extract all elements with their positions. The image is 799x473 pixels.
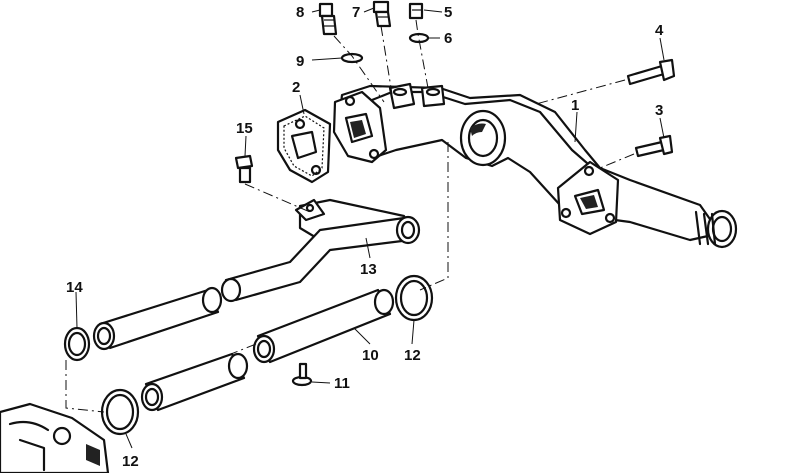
bolt-part-15 — [234, 154, 254, 184]
callout-15: 15 — [236, 120, 253, 137]
callout-3: 3 — [655, 102, 663, 119]
hose-part-10 — [252, 288, 395, 364]
callout-6: 6 — [444, 30, 452, 47]
callout-5: 5 — [444, 4, 452, 21]
hose-lower — [140, 352, 249, 412]
callout-12-lower: 12 — [122, 453, 139, 470]
connecting-pipe-part — [220, 198, 421, 303]
leader-lines — [75, 7, 665, 449]
coolant-manifold-part — [332, 82, 738, 249]
engine-block-fragment — [0, 402, 110, 473]
washer-part-9 — [340, 52, 364, 64]
bolt-part-4 — [626, 58, 676, 86]
callout-2: 2 — [292, 79, 300, 96]
sender-unit-part-7 — [372, 0, 392, 28]
gasket-part — [276, 108, 332, 184]
screw-part-11 — [291, 362, 313, 387]
callout-7: 7 — [352, 4, 360, 21]
callout-10: 10 — [362, 347, 379, 364]
callout-1: 1 — [571, 97, 579, 114]
callout-9: 9 — [296, 53, 304, 70]
callout-14: 14 — [66, 279, 83, 296]
callout-labels: 8 7 5 6 9 2 4 3 1 15 13 14 10 12 11 12 — [66, 4, 664, 470]
bolt-part-3 — [634, 134, 674, 158]
hose-upper-left — [92, 286, 223, 351]
assembly-centerlines — [65, 19, 635, 413]
callout-11: 11 — [334, 375, 350, 392]
clamp-ring-part-14 — [63, 326, 91, 362]
sender-unit-part-8 — [318, 2, 338, 36]
bolt-part-5 — [408, 2, 424, 20]
callout-13: 13 — [360, 261, 377, 278]
callout-12-upper: 12 — [404, 347, 421, 364]
callout-8: 8 — [296, 4, 304, 21]
clamp-ring-part-12-lower — [100, 388, 140, 436]
callout-4: 4 — [655, 22, 664, 39]
clamp-ring-part-12-upper — [394, 274, 434, 322]
